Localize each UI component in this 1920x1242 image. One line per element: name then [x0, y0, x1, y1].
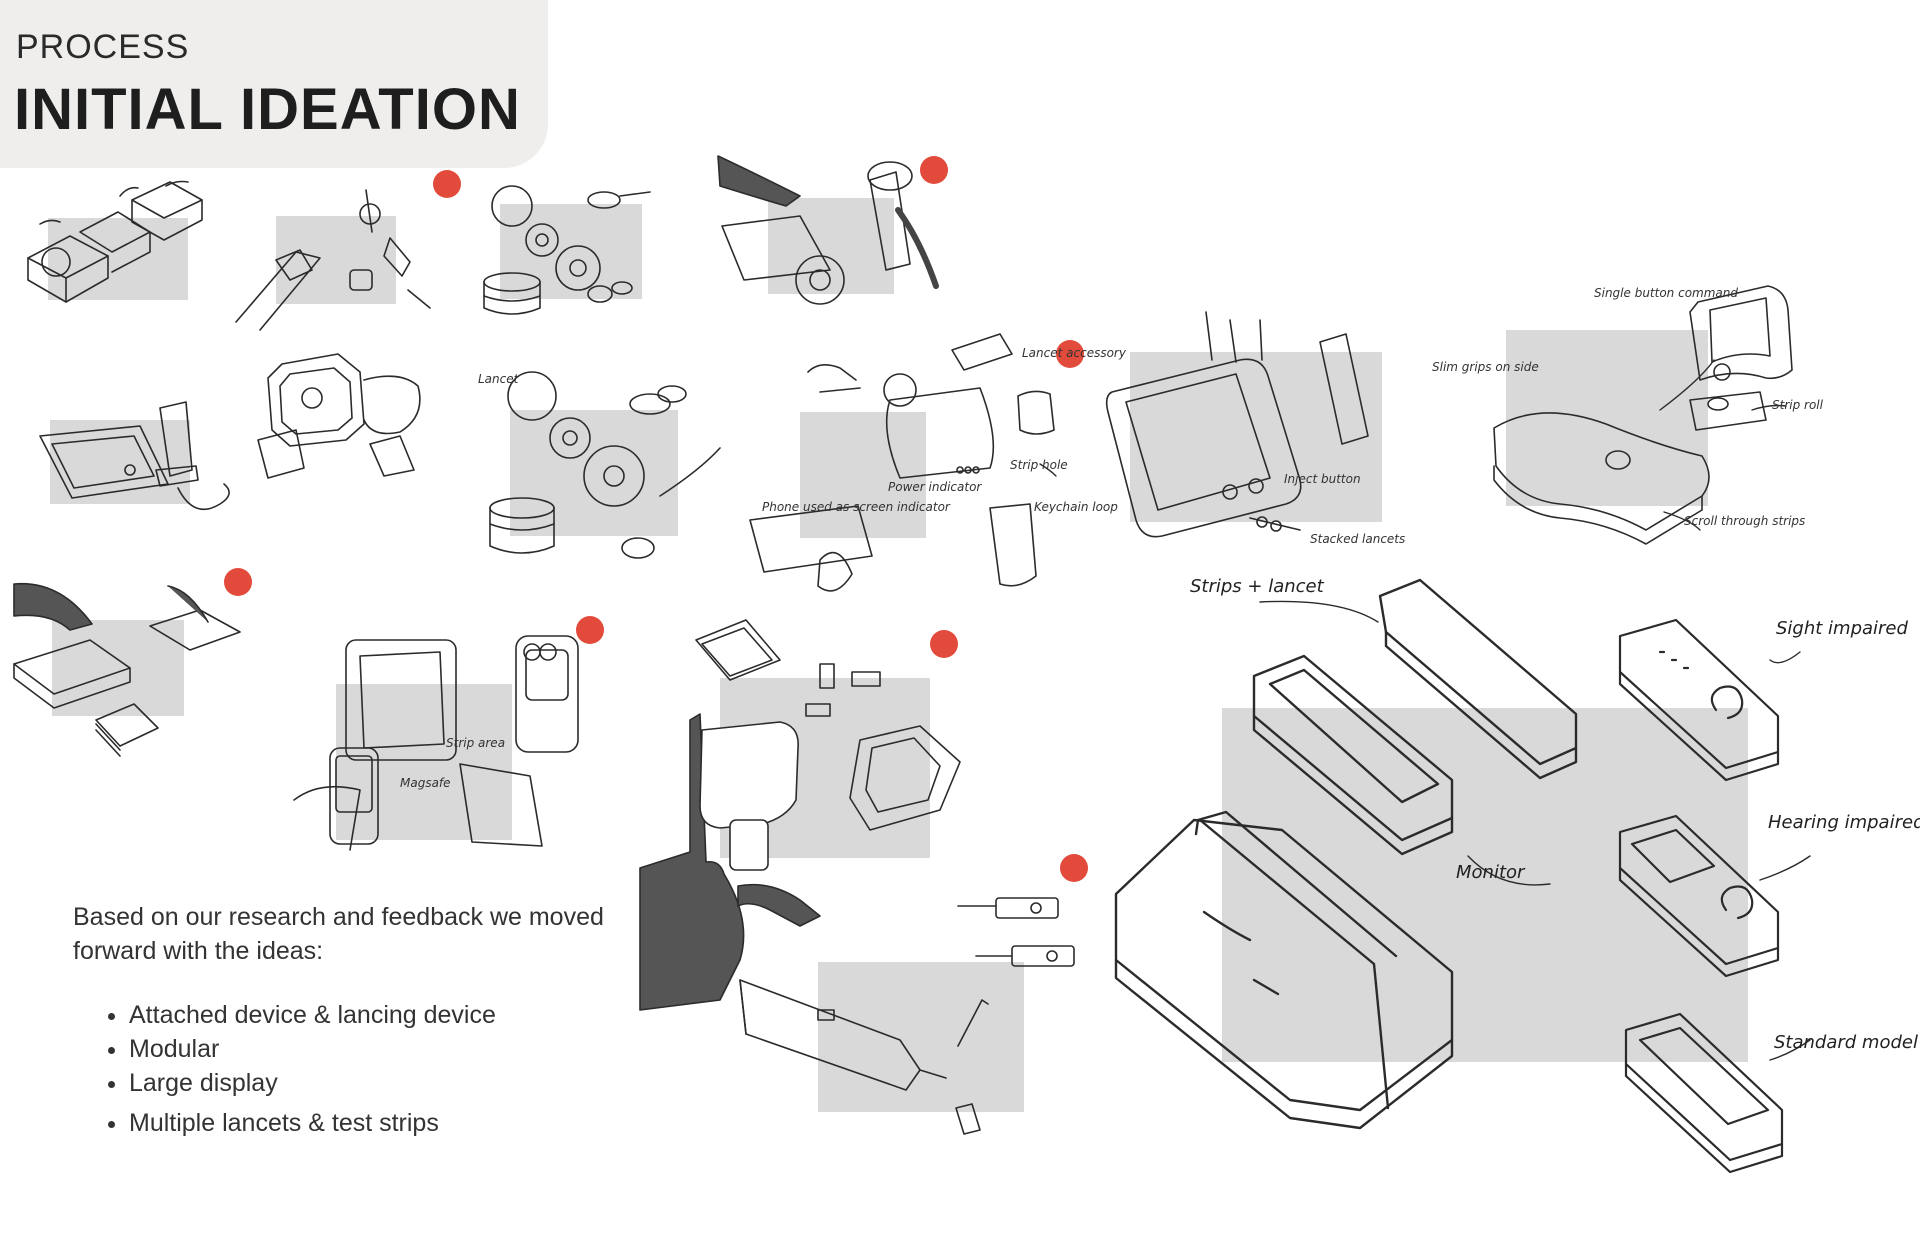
header-panel: PROCESS INITIAL IDEATION [0, 0, 548, 168]
accent-dot [920, 156, 948, 184]
annotation-magsafe: Magsafe [400, 776, 451, 790]
list-item: Attached device & lancing device [129, 998, 633, 1032]
annotation-strip-hole: Strip hole [1010, 458, 1068, 472]
annotation-lancet-accessory: Lancet accessory [1022, 346, 1126, 360]
sketch-phone-wallet [294, 636, 578, 850]
sketch-panel-11 [336, 684, 512, 840]
sketch-keychain [750, 334, 1054, 591]
sketch-panel-9 [1506, 330, 1708, 506]
sketch-rotating-device [718, 156, 936, 304]
sketch-tablet-lancet [1107, 312, 1368, 537]
section-kicker: PROCESS [16, 28, 190, 66]
sketch-hand-device [640, 620, 960, 1010]
sketch-panel-4 [768, 198, 894, 294]
annotation-hearing-impaired: Hearing impaired [1768, 812, 1920, 833]
annotation-strips-lancet: Strips + lancet [1190, 576, 1324, 597]
sketch-panel-10 [52, 620, 184, 716]
sketch-pen-lancet [738, 885, 1074, 1134]
accent-dot [576, 616, 604, 644]
annotation-keychain-loop: Keychain loop [1034, 500, 1118, 514]
annotation-slim-grips: Slim grips on side [1432, 360, 1539, 374]
annotation-strip-area: Strip area [446, 736, 506, 750]
sketch-panel-7 [800, 412, 926, 538]
annotation-scroll-strips: Scroll through strips [1684, 514, 1806, 528]
annotation-monitor: Monitor [1456, 862, 1525, 883]
sketch-boxes [28, 182, 202, 303]
accent-dot [930, 630, 958, 658]
sketch-octagon-case [258, 354, 420, 478]
annotation-lancet: Lancet [478, 372, 519, 386]
sketch-panel-13 [818, 962, 1024, 1112]
sketch-leader-lines [1040, 360, 1810, 1060]
sketch-hand-box [14, 584, 240, 756]
annotation-inject-button: Inject button [1284, 472, 1361, 486]
sketch-cartridge-large [490, 372, 720, 558]
sketch-panel-6 [510, 410, 678, 536]
annotation-strip-roll: Strip roll [1772, 398, 1823, 412]
sketch-variant-devices [1620, 620, 1782, 1172]
accent-dot [1056, 340, 1084, 368]
summary-block: Based on our research and feedback we mo… [73, 900, 633, 1140]
summary-list: Attached device & lancing device Modular… [73, 998, 633, 1140]
list-item: Multiple lancets & test strips [129, 1106, 633, 1140]
sketch-panel-1 [48, 218, 188, 300]
list-item: Modular [129, 1032, 633, 1066]
accent-dot [433, 170, 461, 198]
annotation-stacked-lancets: Stacked lancets [1310, 532, 1406, 546]
sketch-panel-14 [1222, 708, 1748, 1062]
annotation-sight-impaired: Sight impaired [1776, 618, 1908, 639]
sketch-finger-lancet [236, 190, 430, 330]
sketch-panel-2 [276, 216, 396, 304]
summary-intro: Based on our research and feedback we mo… [73, 903, 604, 965]
list-item: Large display [129, 1066, 633, 1100]
accent-dot [1060, 854, 1088, 882]
accent-dot [224, 568, 252, 596]
annotation-power-indicator: Power indicator [888, 480, 982, 494]
sketch-monitor-stack [1116, 580, 1576, 1128]
sketch-phone-dock [40, 402, 229, 509]
annotation-single-button: Single button command [1594, 286, 1738, 300]
annotation-phone-used-as: Phone used as screen indicator [762, 500, 950, 514]
sketch-cartridge [484, 186, 650, 314]
page-title: INITIAL IDEATION [14, 77, 521, 142]
sketch-curved-device [1494, 286, 1792, 544]
annotation-standard-model: Standard model [1774, 1032, 1918, 1053]
sketch-panel-5 [50, 420, 190, 504]
